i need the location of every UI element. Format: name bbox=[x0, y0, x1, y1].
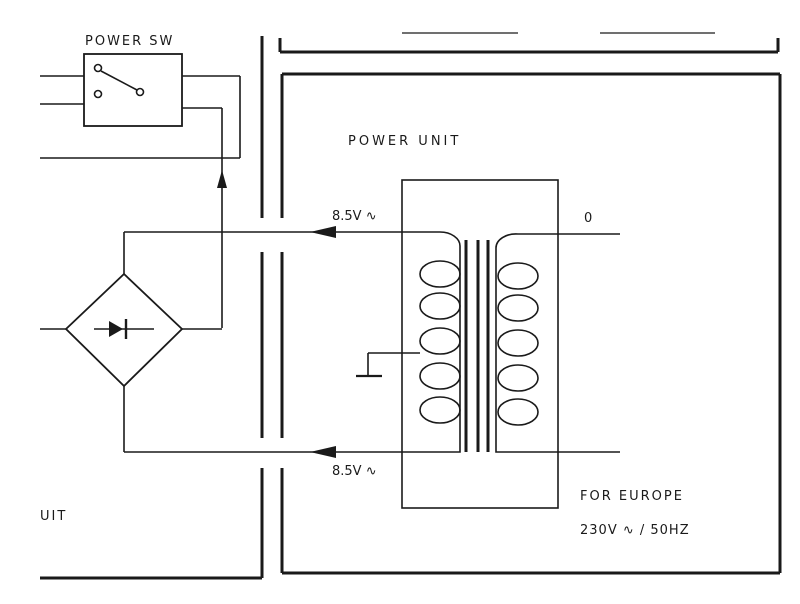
upper-box-fragment bbox=[278, 32, 780, 54]
mains-rating-label: 230V ∿ / 50HZ bbox=[580, 523, 690, 538]
voltage-label-top: 8.5V ∿ bbox=[332, 209, 377, 224]
power-unit-box bbox=[280, 72, 782, 575]
voltage-label-bottom: 8.5V ∿ bbox=[332, 464, 377, 479]
left-block-fragment-label: UIT bbox=[40, 509, 67, 524]
up-arrow-icon bbox=[217, 170, 227, 188]
bridge-rectifier bbox=[40, 232, 222, 452]
region-label: FOR EUROPE bbox=[580, 489, 684, 504]
left-partition bbox=[40, 36, 264, 580]
power-unit-title: POWER UNIT bbox=[348, 134, 461, 149]
arrow-left-icon-top bbox=[310, 226, 336, 238]
secondary-wires bbox=[124, 231, 402, 453]
spst-switch-icon bbox=[93, 63, 145, 99]
transformer-icon bbox=[402, 231, 620, 453]
power-switch-label: POWER SW bbox=[85, 34, 174, 49]
power-switch bbox=[40, 53, 241, 328]
ground-icon bbox=[356, 352, 420, 378]
diode-icon bbox=[94, 319, 154, 339]
primary-zero-label: 0 bbox=[584, 211, 594, 226]
arrow-left-icon-bottom bbox=[310, 446, 336, 458]
transformer bbox=[356, 179, 620, 509]
